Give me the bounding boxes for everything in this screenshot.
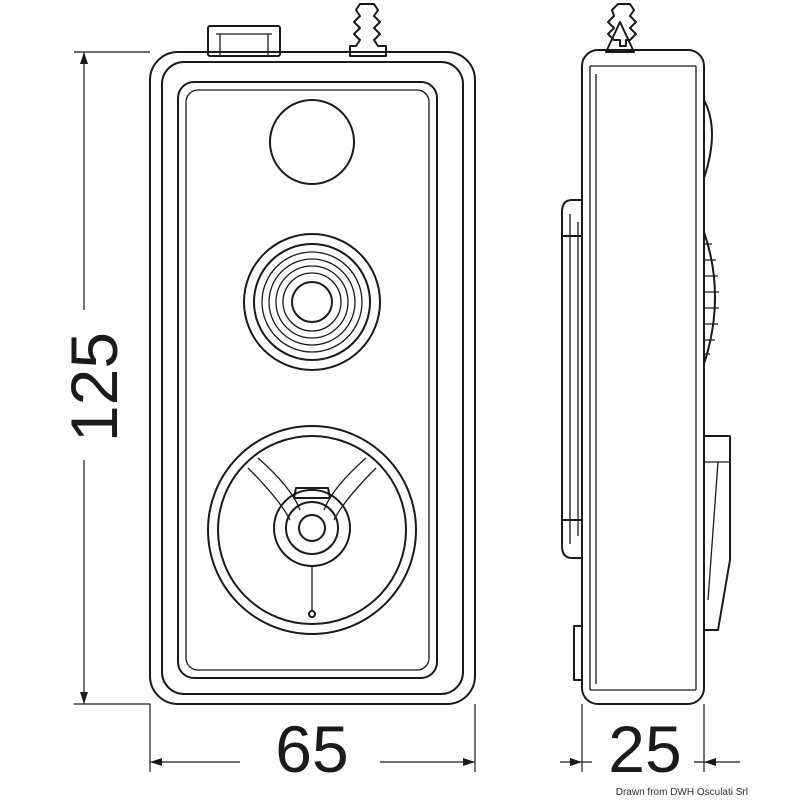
side-indicator [703,99,713,179]
credit-text: Drawn from DWH Osculati Srl [615,787,748,798]
depth-dimension: 25 [560,704,740,786]
hose-barb [349,3,387,57]
width-dimension: 65 [149,704,476,786]
front-view [149,3,476,705]
push-button [243,233,381,371]
housing-bezel [161,61,464,695]
depth-value: 25 [608,712,681,786]
side-view [561,3,731,705]
height-dimension: 125 [57,51,150,705]
front-panel [177,81,438,679]
indicator-light [269,99,355,185]
mounting-bracket [561,199,583,559]
width-value: 65 [275,712,348,786]
side-body [581,49,705,705]
rotary-selector [207,425,417,635]
side-button [703,231,719,365]
side-knob [703,435,731,631]
height-value: 125 [57,332,131,442]
housing-outline [149,51,476,705]
